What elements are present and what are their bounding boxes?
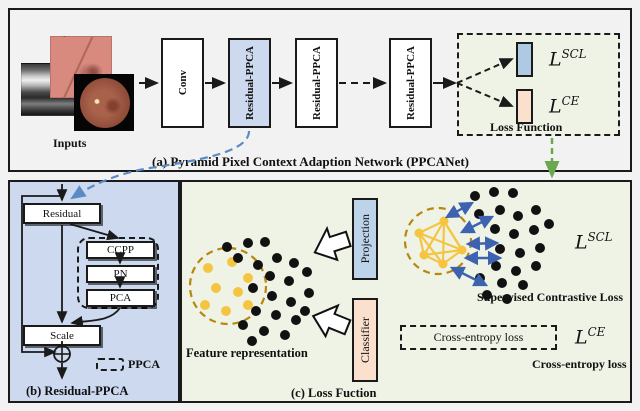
block-ccpp-label: CCPP bbox=[107, 244, 134, 256]
block-scale: Scale bbox=[23, 325, 101, 346]
scl-loss-symbol-panel-a: LSCL bbox=[549, 47, 587, 71]
block-residual-ppca-3: Residual-PPCA bbox=[389, 38, 432, 128]
block-pn-label: PN bbox=[113, 268, 128, 280]
block-residual-ppca-1: Residual-PPCA bbox=[228, 38, 271, 128]
supervised-contrastive-loss-caption: Supervised Contrastive Loss bbox=[477, 290, 624, 304]
scl-loss-bar bbox=[516, 42, 533, 77]
scl-loss-symbol-panel-c: LSCL bbox=[575, 230, 613, 254]
panel-a-caption: (a) Pyramid Pixel Context Adaption Netwo… bbox=[152, 154, 470, 169]
ce-loss-bar bbox=[516, 89, 533, 124]
loss-function-title: Loss Function bbox=[490, 120, 563, 134]
block-ccpp: CCPP bbox=[86, 241, 155, 259]
ppca-legend-label: PPCA bbox=[128, 357, 160, 371]
head-projection-label: Projection bbox=[357, 214, 372, 264]
ce-loss-symbol-panel-a: LCE bbox=[549, 94, 580, 118]
block-scale-label: Scale bbox=[50, 329, 74, 342]
ce-loss-symbol-panel-c: LCE bbox=[575, 325, 606, 349]
block-conv: Conv bbox=[161, 38, 204, 128]
panel-c-caption: (c) Loss Fuction bbox=[291, 386, 377, 400]
cross-entropy-loss-caption: Cross-entropy loss bbox=[532, 357, 627, 371]
cross-entropy-loss-box-label: Cross-entropy loss bbox=[433, 330, 524, 344]
block-pca-label: PCA bbox=[109, 292, 132, 304]
block-residual-label: Residual bbox=[42, 207, 82, 220]
block-residual-ppca-1-label: Residual-PPCA bbox=[243, 46, 256, 120]
cross-entropy-loss-box: Cross-entropy loss bbox=[400, 325, 557, 350]
inputs-label: Inputs bbox=[53, 136, 87, 150]
block-residual-ppca-2: Residual-PPCA bbox=[295, 38, 338, 128]
ppca-legend-swatch bbox=[96, 358, 124, 371]
head-classifier-label: Classifier bbox=[357, 317, 372, 363]
block-residual-ppca-3-label: Residual-PPCA bbox=[404, 46, 417, 120]
block-pca: PCA bbox=[86, 289, 155, 307]
block-residual-ppca-2-label: Residual-PPCA bbox=[310, 46, 323, 120]
head-projection: Projection bbox=[352, 198, 378, 280]
block-residual: Residual bbox=[23, 203, 101, 224]
block-conv-label: Conv bbox=[176, 70, 189, 96]
head-classifier: Classifier bbox=[352, 298, 378, 382]
feature-representation-label: Feature representation bbox=[186, 346, 308, 360]
panel-b-caption: (b) Residual-PPCA bbox=[26, 384, 129, 398]
block-pn: PN bbox=[86, 265, 155, 283]
fundus-color-photo-thumbnail bbox=[74, 74, 134, 131]
